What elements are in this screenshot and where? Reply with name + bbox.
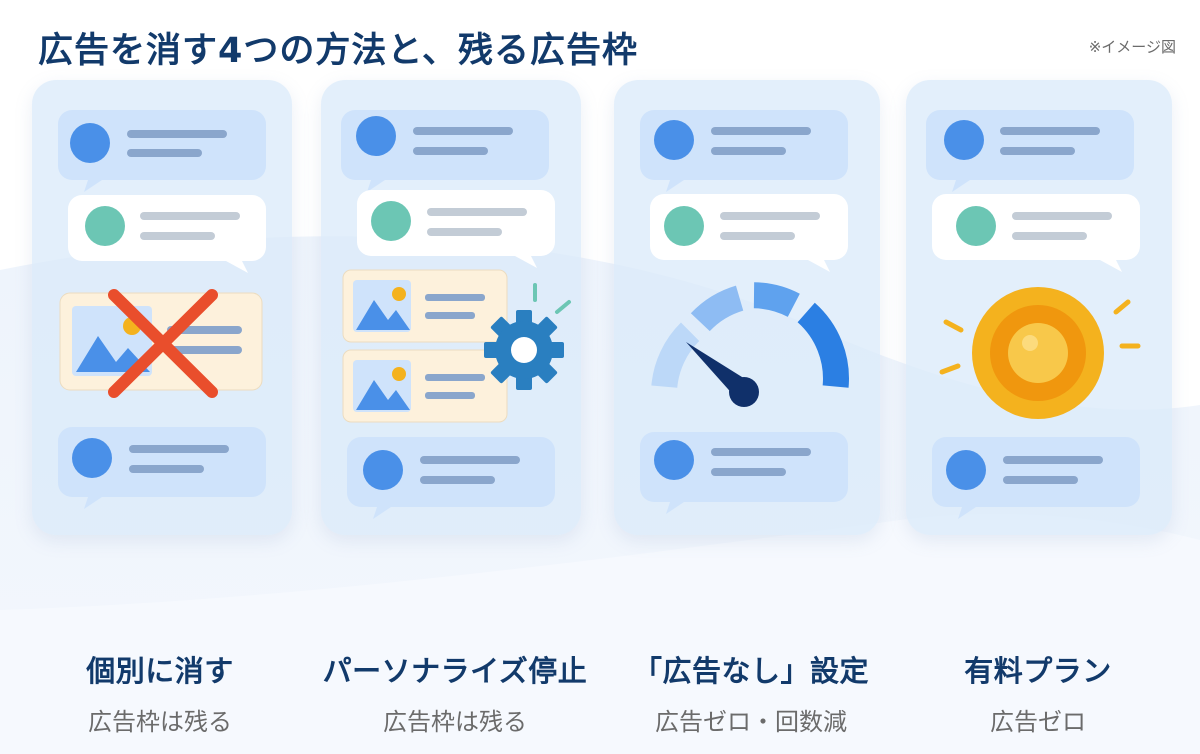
coin-icon bbox=[972, 287, 1104, 419]
gear-icon bbox=[484, 310, 564, 390]
method-title: パーソナライズ停止 bbox=[322, 654, 588, 688]
method-illustration-personalize bbox=[341, 110, 571, 519]
chat-bubble-icon bbox=[640, 432, 848, 514]
chat-bubble-icon bbox=[58, 110, 266, 192]
chat-bubble-icon bbox=[640, 110, 848, 192]
cross-icon bbox=[108, 289, 218, 398]
method-title: 「広告なし」設定 bbox=[632, 654, 869, 688]
gauge-needle-icon bbox=[686, 342, 759, 407]
ad-image-icon bbox=[342, 269, 508, 343]
method-title: 有料プラン bbox=[964, 654, 1112, 688]
chat-bubble-icon bbox=[58, 427, 266, 509]
avatar-icon bbox=[363, 450, 403, 490]
method-card-personalize bbox=[321, 80, 581, 535]
avatar-icon bbox=[371, 201, 411, 241]
coin-shine-icon bbox=[939, 299, 1141, 375]
chat-bubble-icon bbox=[932, 194, 1140, 272]
method-illustration-ad-free-setting bbox=[640, 110, 849, 514]
method-subtitle: 広告枠は残る bbox=[383, 708, 527, 736]
avatar-icon bbox=[70, 123, 110, 163]
method-card-paid-plan bbox=[906, 80, 1172, 535]
method-card-ad-free-setting bbox=[614, 80, 880, 535]
method-caption-personalize: パーソナライズ停止 広告枠は残る bbox=[305, 648, 605, 737]
avatar-icon bbox=[72, 438, 112, 478]
chat-bubble-icon bbox=[926, 110, 1134, 192]
page-title: 広告を消す4つの方法と、残る広告枠 bbox=[38, 31, 638, 71]
avatar-icon bbox=[664, 206, 704, 246]
avatar-icon bbox=[944, 120, 984, 160]
chat-bubble-icon bbox=[341, 110, 549, 192]
method-subtitle: 広告ゼロ bbox=[990, 708, 1086, 736]
method-caption-paid-plan: 有料プラン 広告ゼロ bbox=[888, 648, 1188, 737]
avatar-icon bbox=[654, 120, 694, 160]
chat-bubble-icon bbox=[357, 190, 555, 268]
chat-bubble-icon bbox=[68, 195, 266, 273]
method-illustration-individual bbox=[58, 110, 266, 509]
gear-sparkle-icon bbox=[533, 283, 571, 314]
method-card-individual bbox=[32, 80, 292, 535]
avatar-icon bbox=[956, 206, 996, 246]
method-subtitle: 広告枠は残る bbox=[88, 708, 232, 736]
image-note: ※イメージ図 bbox=[1088, 38, 1176, 56]
avatar-icon bbox=[946, 450, 986, 490]
avatar-icon bbox=[85, 206, 125, 246]
method-illustration-paid-plan bbox=[926, 110, 1141, 519]
method-subtitle: 広告ゼロ・回数減 bbox=[655, 708, 847, 736]
avatar-icon bbox=[654, 440, 694, 480]
method-title: 個別に消す bbox=[86, 654, 234, 688]
ad-image-icon bbox=[342, 349, 508, 423]
gauge-icon bbox=[651, 282, 849, 389]
method-caption-individual: 個別に消す 広告枠は残る bbox=[10, 648, 310, 737]
chat-bubble-icon bbox=[932, 437, 1140, 519]
chat-bubble-icon bbox=[650, 194, 848, 272]
method-caption-ad-free-setting: 「広告なし」設定 広告ゼロ・回数減 bbox=[601, 648, 901, 737]
avatar-icon bbox=[356, 116, 396, 156]
chat-bubble-icon bbox=[347, 437, 555, 519]
